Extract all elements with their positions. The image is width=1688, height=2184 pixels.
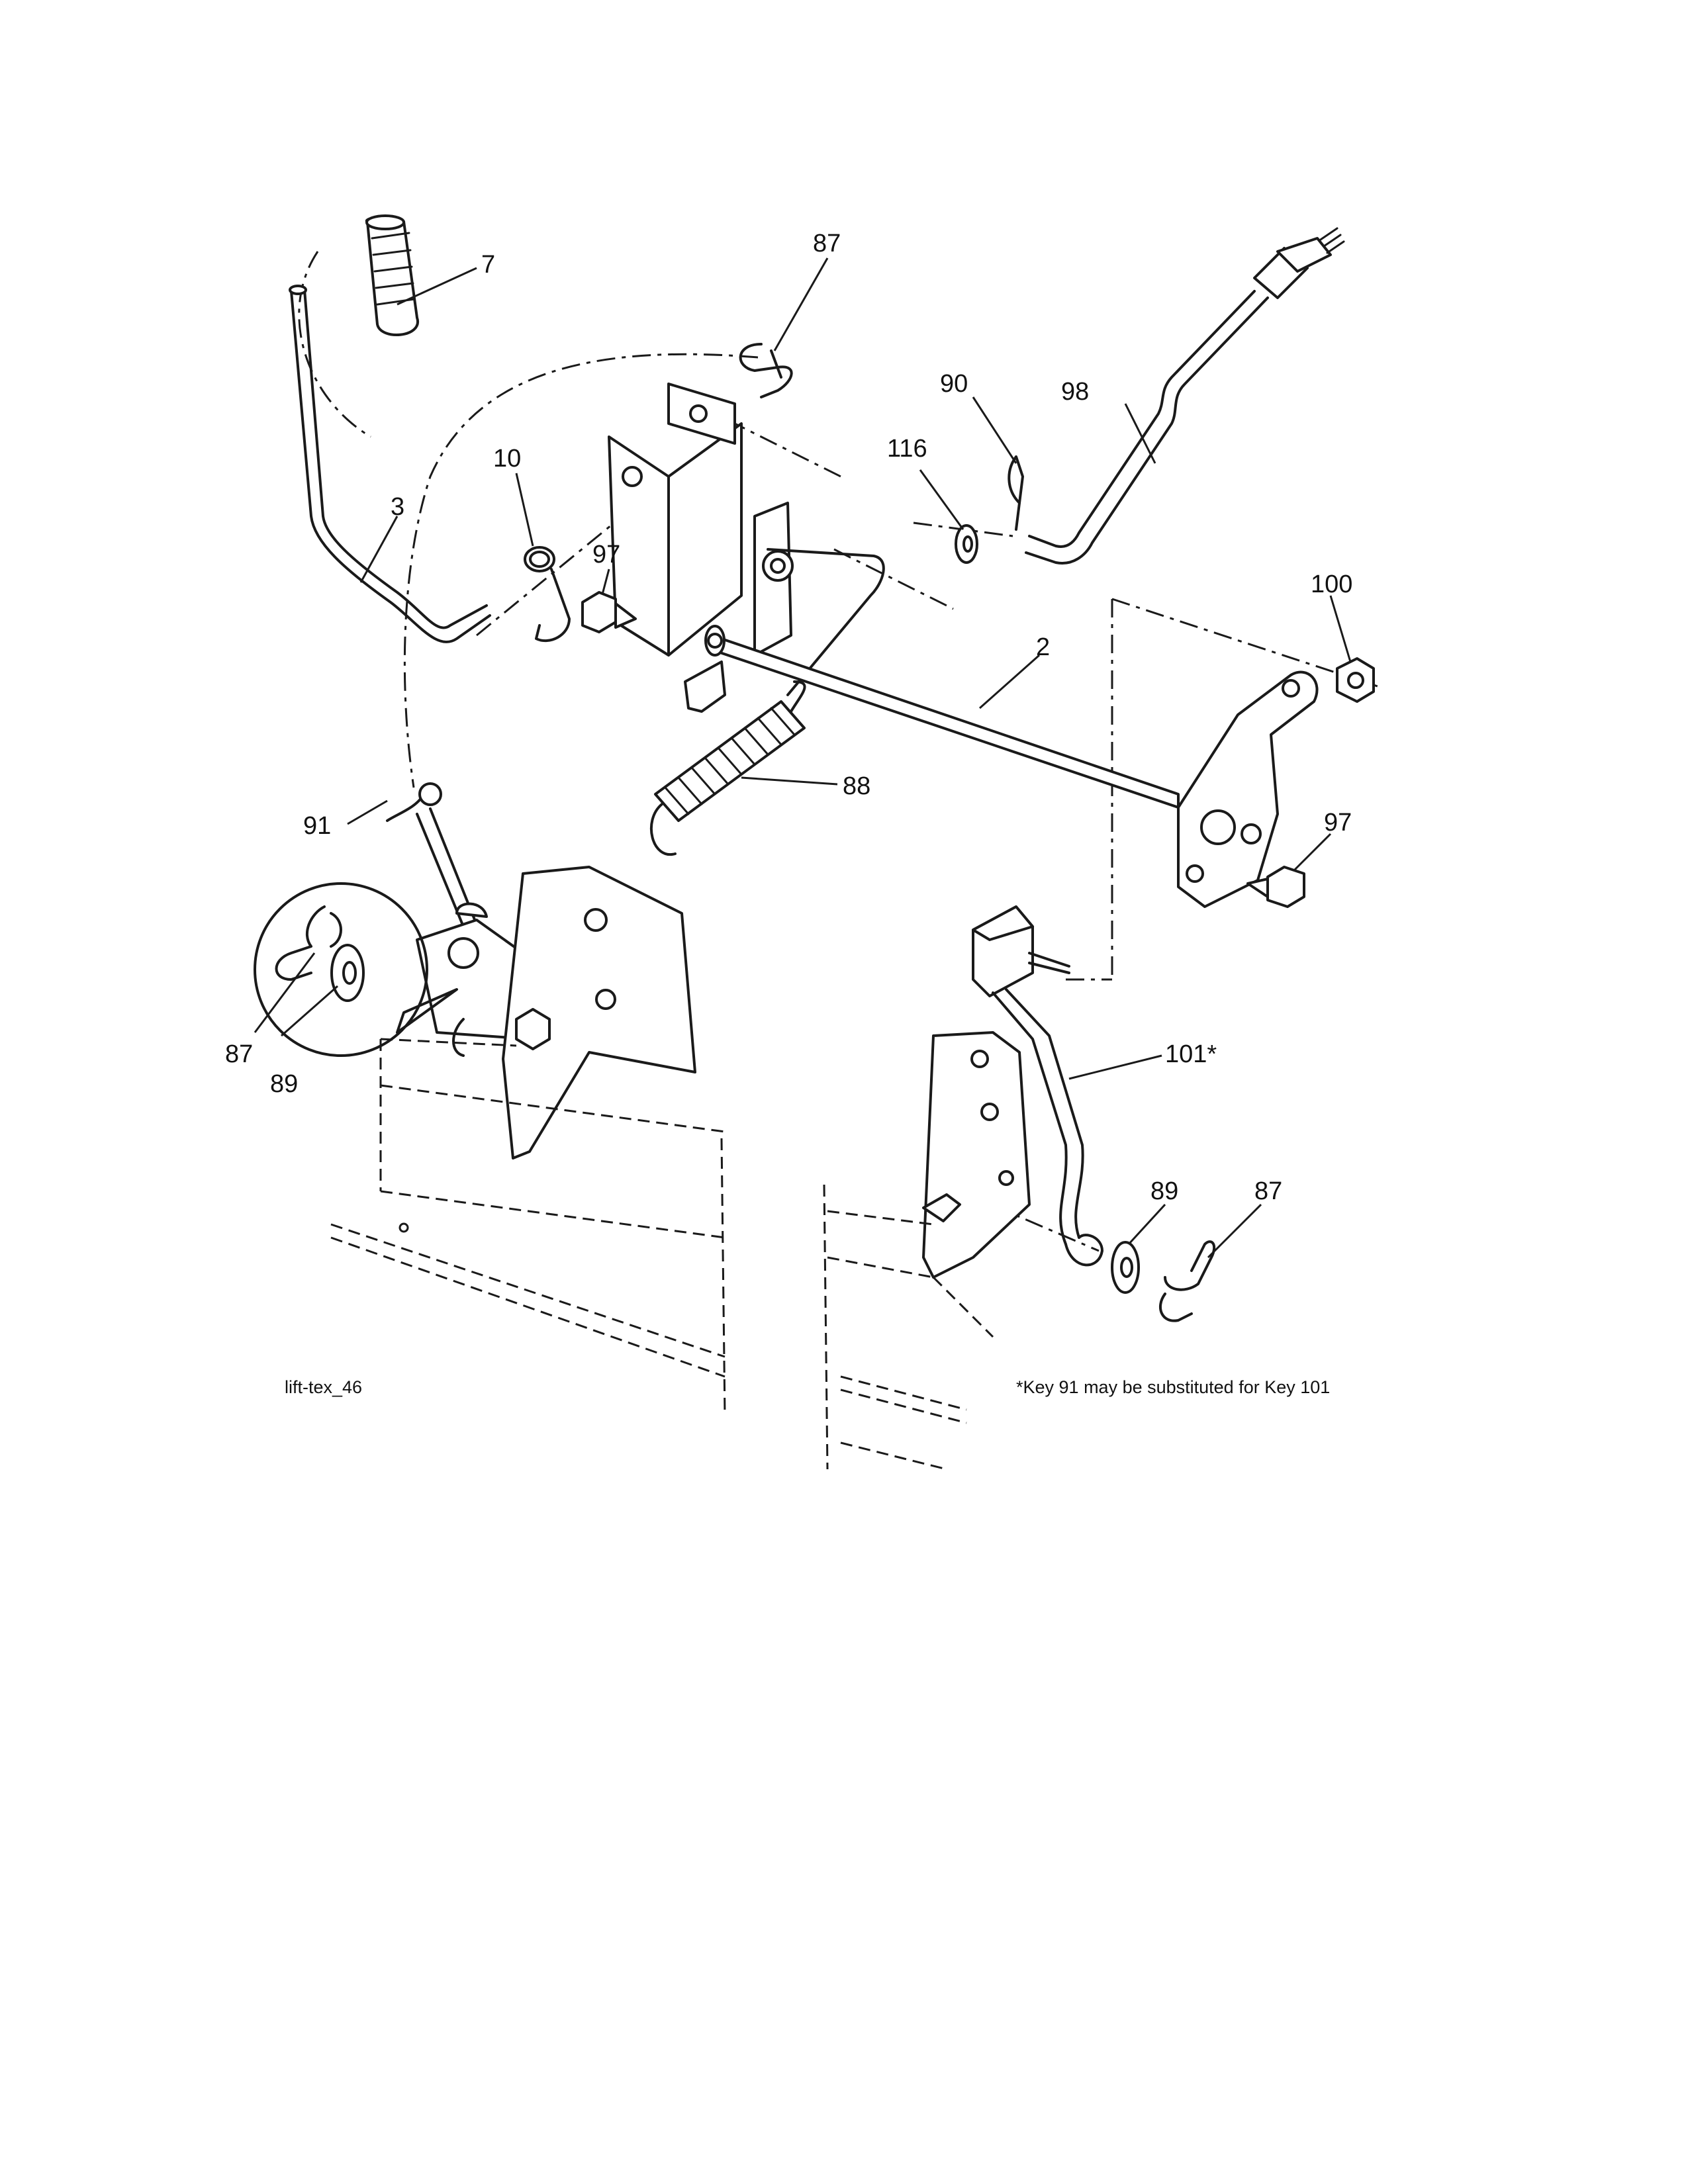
label-7: 7 bbox=[481, 251, 495, 279]
right-deck-hanger bbox=[922, 1031, 1031, 1279]
grip-alignment-line bbox=[298, 251, 371, 438]
left-deck-outline bbox=[330, 1038, 726, 1417]
label-87-top: 87 bbox=[813, 230, 841, 257]
spring-alignment-line bbox=[476, 515, 623, 637]
label-3: 3 bbox=[391, 493, 404, 521]
leader-lines bbox=[254, 257, 1352, 1259]
washer-part-89-right bbox=[1111, 1241, 1140, 1294]
label-101: 101* bbox=[1165, 1040, 1217, 1068]
label-116: 116 bbox=[887, 435, 927, 463]
torsion-spring-part-10 bbox=[524, 546, 571, 643]
bracket-alignment-line-2 bbox=[833, 548, 954, 610]
label-88: 88 bbox=[843, 772, 870, 800]
hairpin-clip-part-87-top bbox=[739, 343, 793, 398]
extension-spring-part-88 bbox=[650, 680, 806, 856]
label-90: 90 bbox=[940, 370, 968, 398]
label-97-right: 97 bbox=[1324, 809, 1352, 837]
lever-alignment-line bbox=[403, 353, 759, 788]
flange-bolt-part-97-left bbox=[581, 591, 637, 633]
label-98: 98 bbox=[1061, 378, 1089, 406]
lift-link-part-91 bbox=[386, 782, 488, 928]
grip-part-7 bbox=[365, 214, 419, 336]
label-100: 100 bbox=[1311, 570, 1352, 598]
label-2: 2 bbox=[1036, 633, 1050, 661]
detail-callout bbox=[254, 882, 458, 1057]
lift-link-part-101 bbox=[972, 905, 1103, 1267]
part-labels: 7 87 90 98 116 10 3 97 2 100 88 91 97 87… bbox=[225, 230, 1352, 1205]
substitution-note: *Key 91 may be substituted for Key 101 bbox=[1016, 1377, 1330, 1397]
label-89-detail: 89 bbox=[270, 1070, 298, 1098]
adjusting-rod-part-98 bbox=[1025, 227, 1345, 565]
pivot-bracket bbox=[608, 383, 885, 713]
lift-arm bbox=[1177, 670, 1319, 908]
clip-part-90 bbox=[1008, 455, 1024, 531]
label-10: 10 bbox=[493, 445, 521, 473]
hairpin-clip-part-87-right bbox=[1158, 1240, 1216, 1322]
label-97-left: 97 bbox=[592, 541, 620, 569]
label-89-right: 89 bbox=[1150, 1177, 1178, 1205]
nut-part-100 bbox=[1336, 657, 1375, 703]
captions: lift-tex_46 *Key 91 may be substituted f… bbox=[285, 1377, 1330, 1397]
label-87-detail: 87 bbox=[225, 1040, 253, 1068]
right-deck-outline bbox=[823, 1184, 994, 1471]
left-deck-hanger bbox=[416, 866, 696, 1160]
bracket-alignment-line bbox=[727, 419, 841, 478]
lift-handle-part-3 bbox=[289, 285, 491, 643]
washer-part-116 bbox=[955, 524, 978, 564]
flange-bolt-part-97-right bbox=[1246, 866, 1305, 908]
figure-id-caption: lift-tex_46 bbox=[285, 1377, 362, 1397]
label-91: 91 bbox=[303, 812, 331, 840]
arm-alignment-line bbox=[1111, 598, 1384, 690]
label-87-right: 87 bbox=[1254, 1177, 1282, 1205]
